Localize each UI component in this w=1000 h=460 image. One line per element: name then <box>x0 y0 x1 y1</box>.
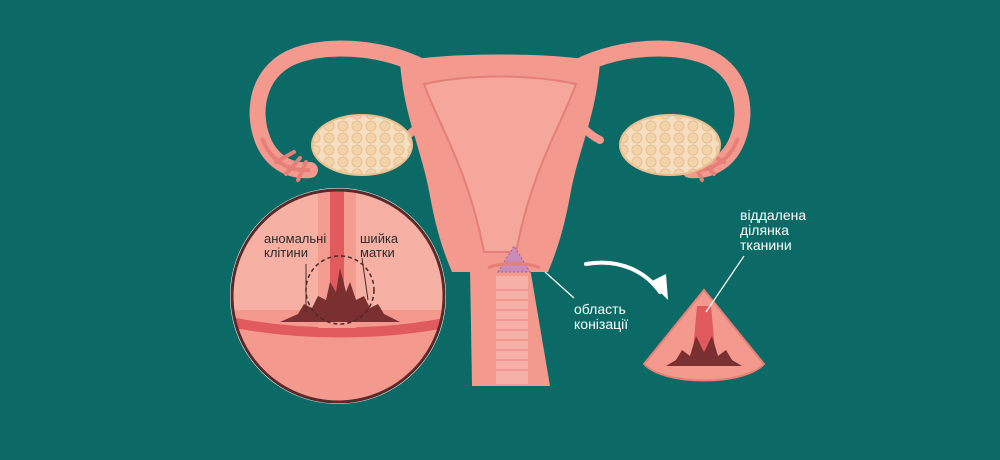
arrow-icon <box>584 260 662 294</box>
label-line: шийка <box>360 231 399 246</box>
label-line: аномальні <box>264 231 327 246</box>
magnified-cervix <box>230 188 446 404</box>
label-line: матки <box>360 245 395 260</box>
label-line: ділянка <box>740 222 789 238</box>
label-abnormal-cells: аномальні клітини <box>264 232 326 260</box>
uterine-cavity <box>422 75 578 253</box>
label-line: область <box>574 301 626 317</box>
left-ovary <box>311 114 413 176</box>
label-line: конізації <box>574 316 629 332</box>
conization-zone <box>497 245 531 273</box>
removed-tissue-cone <box>642 288 766 382</box>
label-removed-tissue: віддалена ділянка тканини <box>740 208 806 253</box>
label-line: тканини <box>740 237 792 253</box>
label-conization-area: область конізації <box>574 302 628 332</box>
left-fallopian-tube <box>249 40 448 182</box>
abnormal-cells-area <box>280 268 400 322</box>
label-line: віддалена <box>740 207 807 223</box>
label-line: клітини <box>264 245 308 260</box>
right-ovary <box>619 114 721 176</box>
label-cervix: шийка матки <box>360 232 398 260</box>
